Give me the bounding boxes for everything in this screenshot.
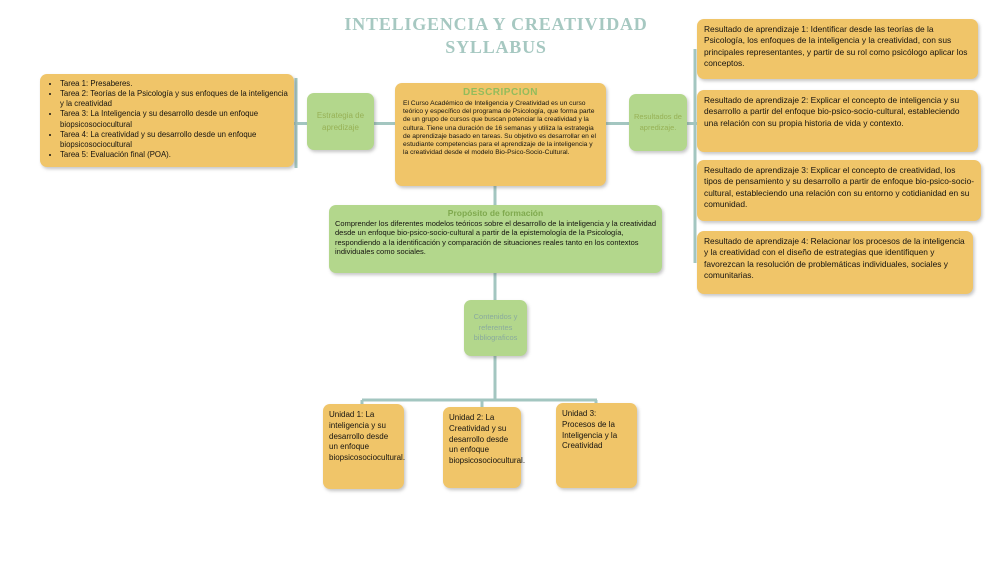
task-item: Tarea 1: Presaberes. — [60, 79, 290, 89]
descripcion-header: DESCRIPCION — [463, 87, 538, 98]
map-title: INTELIGENCIA Y CREATIVIDAD SYLLABUS — [344, 14, 648, 58]
resultados-hub-node[interactable]: Resultados de apredizaje. — [629, 94, 687, 151]
contenidos-node[interactable]: Contenidos y referentes bibliograficos — [464, 300, 527, 356]
estrategia-node[interactable]: Estrategia de apredizaje — [307, 93, 374, 150]
proposito-node[interactable]: Propósito de formación Comprender los di… — [329, 205, 662, 273]
task-item: Tarea 5: Evaluación final (POA). — [60, 150, 290, 160]
unidad-node-2[interactable]: Unidad 2: La Creatividad y su desarrollo… — [443, 407, 525, 488]
resultados-hub-label: Resultados de apredizaje. — [634, 112, 682, 132]
task-item: Tarea 4: La creatividad y su desarrollo … — [60, 130, 290, 150]
resultado-node-4[interactable]: Resultado de aprendizaje 4: Relacionar l… — [697, 231, 973, 294]
unidad-node-1[interactable]: Unidad 1: La inteligencia y su desarroll… — [323, 404, 405, 489]
proposito-body: Comprender los diferentes modelos teóric… — [335, 219, 657, 257]
resultado-node-1[interactable]: Resultado de aprendizaje 1: Identificar … — [697, 19, 978, 79]
descripcion-node[interactable]: DESCRIPCION El Curso Académico de Inteli… — [395, 83, 606, 186]
task-item: Tarea 2: Teorías de la Psicología y sus … — [60, 89, 290, 109]
estrategia-label: Estrategia de apredizaje — [316, 110, 365, 132]
tasks-list: Tarea 1: Presaberes. Tarea 2: Teorías de… — [60, 79, 290, 160]
resultado-node-2[interactable]: Resultado de aprendizaje 2: Explicar el … — [697, 90, 978, 152]
tasks-node[interactable]: Tarea 1: Presaberes. Tarea 2: Teorías de… — [40, 74, 294, 167]
resultado-node-3[interactable]: Resultado de aprendizaje 3: Explicar el … — [697, 160, 981, 221]
contenidos-label: Contenidos y referentes bibliograficos — [473, 312, 518, 343]
task-item: Tarea 3: La Inteligencia y su desarrollo… — [60, 109, 290, 129]
unidad-node-3[interactable]: Unidad 3: Procesos de la Inteligencia y … — [556, 403, 637, 488]
descripcion-body: El Curso Académico de Inteligencia y Cre… — [403, 100, 596, 157]
proposito-header: Propósito de formación — [447, 208, 544, 218]
